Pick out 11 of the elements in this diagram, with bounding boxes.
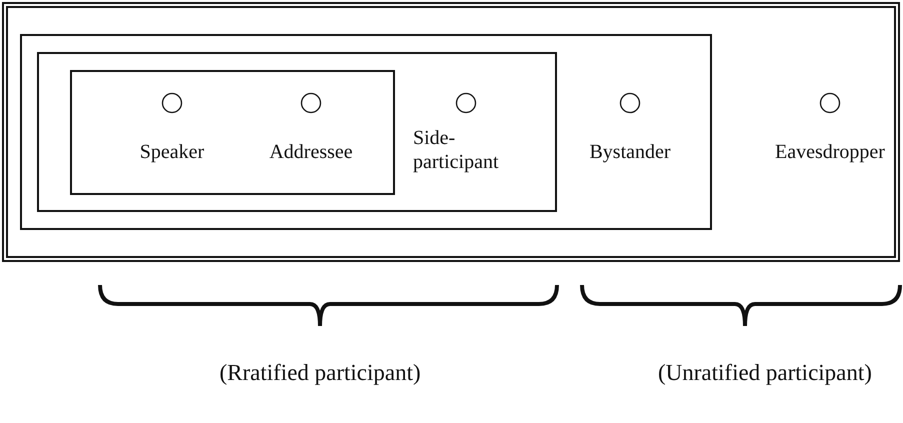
group-caption: (Rratified participant)	[220, 360, 421, 386]
role-name: Addressee	[268, 140, 354, 164]
role-name: Side-participant	[413, 126, 500, 174]
frame-box	[37, 52, 557, 212]
frame-box	[70, 70, 395, 195]
frame-box	[2, 2, 900, 262]
role-name: Speaker	[138, 140, 206, 164]
group-caption: (Unratified participant)	[658, 360, 872, 386]
role-name: Eavesdropper	[774, 140, 886, 164]
role-name: Bystander	[588, 140, 672, 164]
frame-box	[20, 34, 712, 230]
